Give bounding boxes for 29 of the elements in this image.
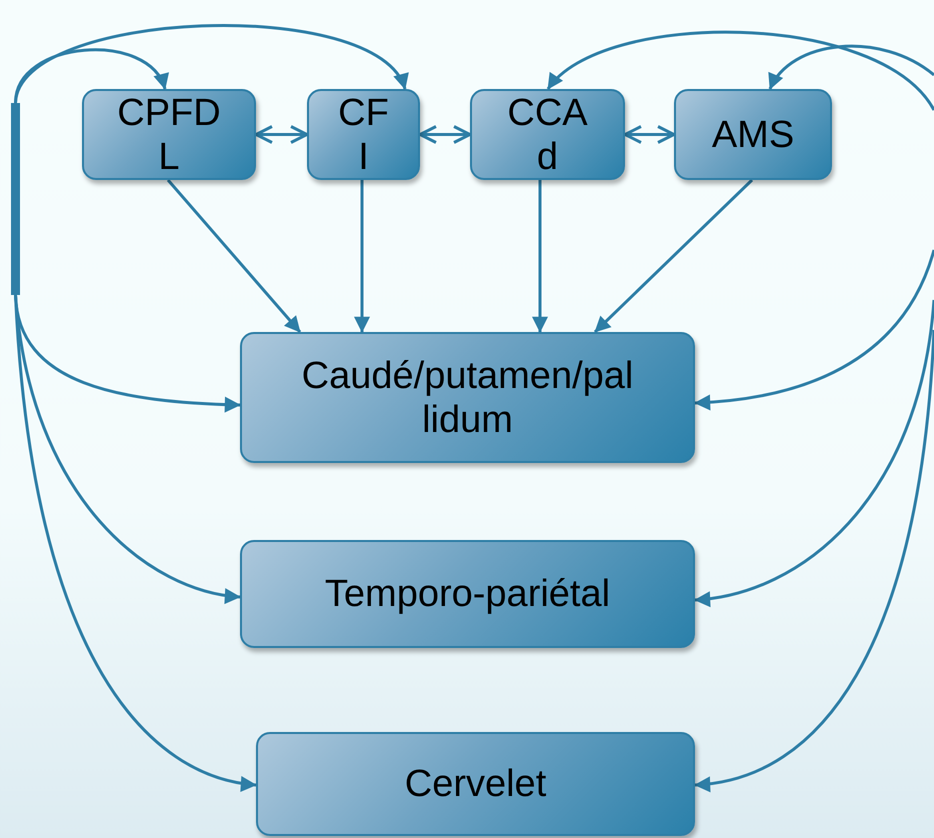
region-label: CPFDL <box>116 90 222 178</box>
region-label: Cervelet <box>404 762 546 806</box>
arrow <box>354 180 370 333</box>
arrow <box>624 125 676 144</box>
region-label: CCAd <box>506 90 589 178</box>
region-box <box>256 732 695 836</box>
arrow <box>254 125 308 144</box>
region-box <box>307 89 420 180</box>
region-box <box>82 89 256 180</box>
region-label: Temporo-pariétal <box>324 572 610 616</box>
vertical-bar <box>11 103 20 295</box>
region-label: Caudé/putamen/pallidum <box>300 354 634 442</box>
region-box <box>470 89 625 180</box>
arrow <box>694 330 934 792</box>
arrow <box>594 178 754 334</box>
arrow <box>14 294 257 791</box>
region-box <box>240 332 695 463</box>
region-box <box>240 540 695 648</box>
region-box <box>674 89 832 180</box>
arrow <box>694 300 934 606</box>
arrow <box>14 24 406 104</box>
arrow <box>166 179 302 333</box>
arrow <box>546 30 934 111</box>
arrow <box>694 250 934 410</box>
arrow <box>532 180 548 333</box>
region-label: AMS <box>712 112 794 156</box>
arrow <box>768 44 934 90</box>
arrow <box>418 125 472 144</box>
region-label: CFI <box>337 90 390 178</box>
